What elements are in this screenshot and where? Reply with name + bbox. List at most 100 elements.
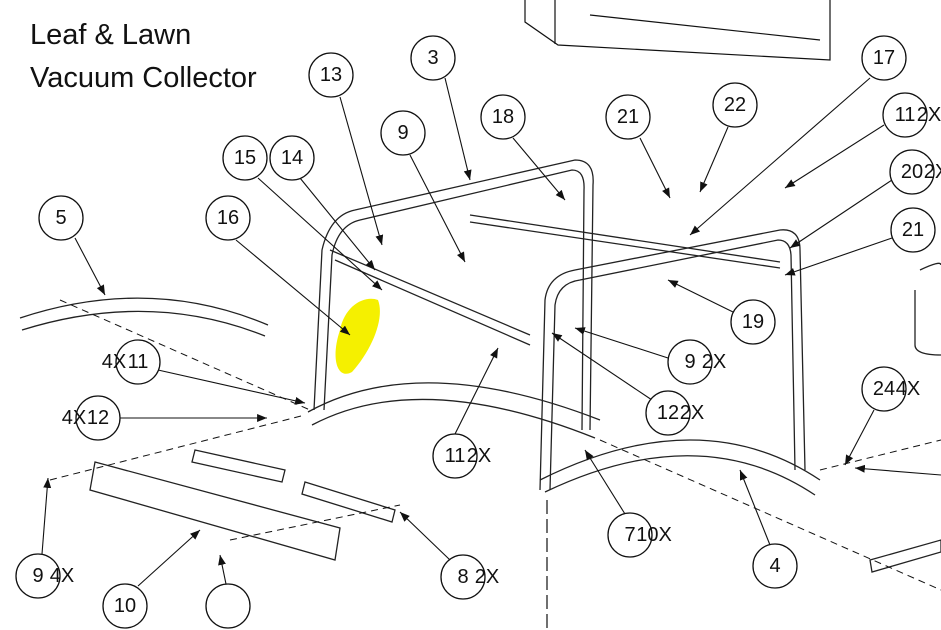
callout-quantity: 2X bbox=[680, 402, 704, 424]
callout-number: 11 bbox=[128, 351, 149, 373]
callout-5: 5 bbox=[38, 195, 84, 241]
callout-circle bbox=[752, 543, 798, 589]
callout-circle bbox=[205, 195, 251, 241]
callout-10: 10 bbox=[102, 583, 148, 629]
highlight-mark bbox=[335, 298, 380, 374]
callout-22: 22 bbox=[712, 82, 758, 128]
callout-quantity: 2X bbox=[917, 104, 941, 126]
callout-circle bbox=[75, 395, 121, 441]
callout-number: 17 bbox=[873, 47, 895, 69]
assembly-lines bbox=[49, 299, 941, 591]
callout-circle bbox=[102, 583, 148, 629]
callout-number: 21 bbox=[617, 106, 639, 128]
callout-number: 16 bbox=[217, 207, 239, 229]
callout-21: 21 bbox=[890, 207, 936, 253]
callout-number: 12 bbox=[657, 402, 679, 424]
callout-17: 17 bbox=[861, 35, 907, 81]
callout-circle bbox=[607, 512, 653, 558]
callout-20: 202X bbox=[889, 149, 941, 195]
callout-19: 19 bbox=[730, 299, 776, 345]
callout-quantity: 10X bbox=[636, 524, 672, 546]
title-line-1: Leaf & Lawn bbox=[30, 19, 192, 51]
callout-circle bbox=[730, 299, 776, 345]
callout-circle bbox=[308, 52, 354, 98]
cutoff-callout bbox=[205, 583, 251, 629]
callout-circle bbox=[712, 82, 758, 128]
callout-number: 12 bbox=[87, 407, 109, 429]
callout-circle bbox=[440, 554, 486, 600]
callout-circle bbox=[861, 366, 907, 412]
callout-number: 14 bbox=[281, 147, 303, 169]
callout-circle bbox=[222, 135, 268, 181]
callout-number: 9 bbox=[32, 565, 43, 587]
callout-circle bbox=[410, 35, 456, 81]
leader-lines bbox=[41, 77, 941, 587]
callout-8: 8 2X bbox=[440, 554, 499, 600]
title-line-2: Vacuum Collector bbox=[30, 62, 257, 94]
callout-circle bbox=[889, 149, 935, 195]
callout-circle bbox=[115, 339, 161, 385]
callout-quantity: 4X bbox=[62, 407, 86, 429]
callout-circle bbox=[645, 390, 691, 436]
callout-number: 19 bbox=[742, 311, 764, 333]
callout-21: 21 bbox=[605, 94, 651, 140]
callout-number: 22 bbox=[724, 94, 746, 116]
callout-circle bbox=[269, 135, 315, 181]
callout-quantity: 4X bbox=[896, 378, 920, 400]
callout-number: 9 bbox=[684, 351, 695, 373]
callout-16: 16 bbox=[205, 195, 251, 241]
callout-circle bbox=[605, 94, 651, 140]
diagram-title: Leaf & Lawn Vacuum Collector bbox=[30, 14, 257, 100]
callout-circle bbox=[380, 110, 426, 156]
callout-18: 18 bbox=[480, 94, 526, 140]
callout-quantity: 2X bbox=[924, 161, 941, 183]
callout-number: 10 bbox=[114, 595, 136, 617]
callout-number: 13 bbox=[320, 64, 342, 86]
callout-13: 13 bbox=[308, 52, 354, 98]
callout-circle bbox=[882, 92, 928, 138]
callout-number: 15 bbox=[234, 147, 256, 169]
callout-number: 7 bbox=[624, 524, 635, 546]
callout-number: 4 bbox=[769, 555, 780, 577]
callout-number: 21 bbox=[902, 219, 924, 241]
callout-circle bbox=[861, 35, 907, 81]
callout-14: 14 bbox=[269, 135, 315, 181]
callout-number: 11 bbox=[895, 104, 916, 126]
callout-group: 13317222118112X91514202X516211992X114X12… bbox=[15, 35, 941, 629]
callout-circle bbox=[38, 195, 84, 241]
housing-outline bbox=[524, 0, 831, 61]
callout-circle bbox=[890, 207, 936, 253]
callout-circle bbox=[432, 433, 478, 479]
callout-quantity: 2X bbox=[702, 351, 726, 373]
callout-number: 24 bbox=[873, 378, 895, 400]
frame-tubes bbox=[19, 159, 941, 628]
callout-circle bbox=[667, 339, 713, 385]
callout-number: 18 bbox=[492, 106, 514, 128]
callout-15: 15 bbox=[222, 135, 268, 181]
callout-9: 9 4X bbox=[15, 553, 74, 599]
callout-quantity: 4X bbox=[102, 351, 126, 373]
callout-9: 9 2X bbox=[667, 339, 726, 385]
callout-number: 5 bbox=[55, 207, 66, 229]
callout-3: 3 bbox=[410, 35, 456, 81]
callout-quantity: 2X bbox=[475, 566, 499, 588]
callout-circle bbox=[15, 553, 61, 599]
callout-quantity: 4X bbox=[50, 565, 74, 587]
callout-number: 8 bbox=[457, 566, 468, 588]
callout-number: 20 bbox=[901, 161, 923, 183]
callout-number: 3 bbox=[427, 47, 438, 69]
callout-number: 9 bbox=[397, 122, 408, 144]
callout-4: 4 bbox=[752, 543, 798, 589]
callout-circle bbox=[480, 94, 526, 140]
callout-9: 9 bbox=[380, 110, 426, 156]
callout-number: 11 bbox=[445, 445, 466, 467]
